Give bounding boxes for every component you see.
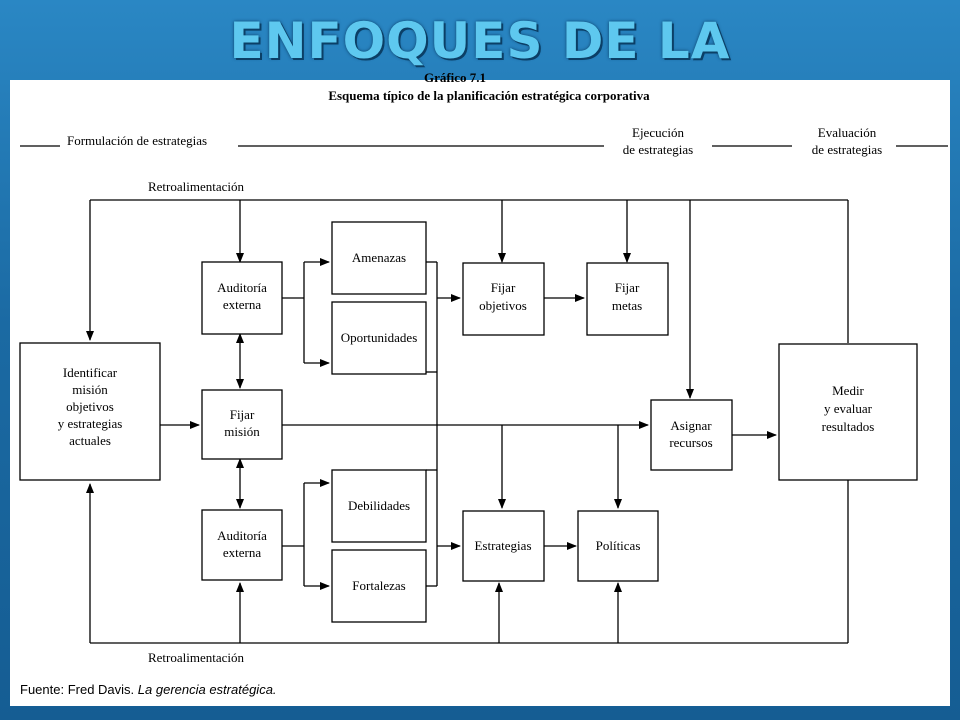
svg-text:metas: metas bbox=[612, 298, 642, 313]
svg-text:misión: misión bbox=[72, 382, 108, 397]
svg-text:Fijar: Fijar bbox=[491, 280, 516, 295]
svg-text:Políticas: Políticas bbox=[596, 538, 641, 553]
feedback-bottom-label: Retroalimentación bbox=[148, 650, 245, 665]
box-asignar-recursos: Asignar recursos bbox=[650, 399, 733, 471]
svg-text:objetivos: objetivos bbox=[479, 298, 527, 313]
box-estrategias: Estrategias bbox=[462, 510, 545, 582]
feedback-top-label: Retroalimentación bbox=[148, 179, 245, 194]
box-medir-evaluar: Medir y evaluar resultados bbox=[778, 343, 918, 481]
svg-text:Fortalezas: Fortalezas bbox=[352, 578, 405, 593]
svg-text:y evaluar: y evaluar bbox=[824, 401, 873, 416]
svg-text:Medir: Medir bbox=[832, 383, 864, 398]
svg-text:actuales: actuales bbox=[69, 433, 111, 448]
box-identificar: Identificar misión objetivos y estrategi… bbox=[19, 342, 161, 481]
box-oportunidades: Oportunidades bbox=[331, 301, 427, 375]
svg-text:Oportunidades: Oportunidades bbox=[341, 330, 418, 345]
box-fortalezas: Fortalezas bbox=[331, 549, 427, 623]
phase-ejecucion-1: Ejecución bbox=[632, 125, 684, 140]
box-politicas: Políticas bbox=[577, 510, 659, 582]
svg-text:Identificar: Identificar bbox=[63, 365, 118, 380]
connectors bbox=[86, 199, 849, 644]
svg-text:misión: misión bbox=[224, 424, 260, 439]
svg-text:recursos: recursos bbox=[669, 435, 712, 450]
svg-text:Fijar: Fijar bbox=[615, 280, 640, 295]
diagram-caption: Esquema típico de la planificación estra… bbox=[328, 88, 650, 103]
svg-text:Auditoría: Auditoría bbox=[217, 280, 267, 295]
svg-text:Asignar: Asignar bbox=[670, 418, 712, 433]
svg-text:objetivos: objetivos bbox=[66, 399, 114, 414]
box-fijar-mision: Fijar misión bbox=[201, 389, 283, 460]
svg-text:Estrategias: Estrategias bbox=[474, 538, 531, 553]
svg-text:Auditoría: Auditoría bbox=[217, 528, 267, 543]
svg-text:y estrategias: y estrategias bbox=[58, 416, 123, 431]
figure-label: Gráfico 7.1 bbox=[424, 70, 486, 85]
box-debilidades: Debilidades bbox=[331, 469, 427, 543]
phase-ejecucion-2: de estrategias bbox=[623, 142, 693, 157]
box-auditoria-externa-bottom: Auditoría externa bbox=[201, 509, 283, 581]
svg-text:resultados: resultados bbox=[822, 419, 875, 434]
phase-evaluacion-1: Evaluación bbox=[818, 125, 877, 140]
phase-evaluacion-2: de estrategias bbox=[812, 142, 882, 157]
svg-text:Fijar: Fijar bbox=[230, 407, 255, 422]
svg-text:Debilidades: Debilidades bbox=[348, 498, 410, 513]
phase-formulacion: Formulación de estrategias bbox=[67, 133, 207, 148]
box-fijar-metas: Fijar metas bbox=[586, 262, 669, 336]
svg-text:Amenazas: Amenazas bbox=[352, 250, 406, 265]
box-fijar-objetivos: Fijar objetivos bbox=[462, 262, 545, 336]
box-auditoria-externa-top: Auditoría externa bbox=[201, 261, 283, 335]
svg-text:externa: externa bbox=[223, 545, 261, 560]
svg-text:externa: externa bbox=[223, 297, 261, 312]
box-amenazas: Amenazas bbox=[331, 221, 427, 295]
source-note: Fuente: Fred Davis. La gerencia estratég… bbox=[20, 682, 277, 697]
